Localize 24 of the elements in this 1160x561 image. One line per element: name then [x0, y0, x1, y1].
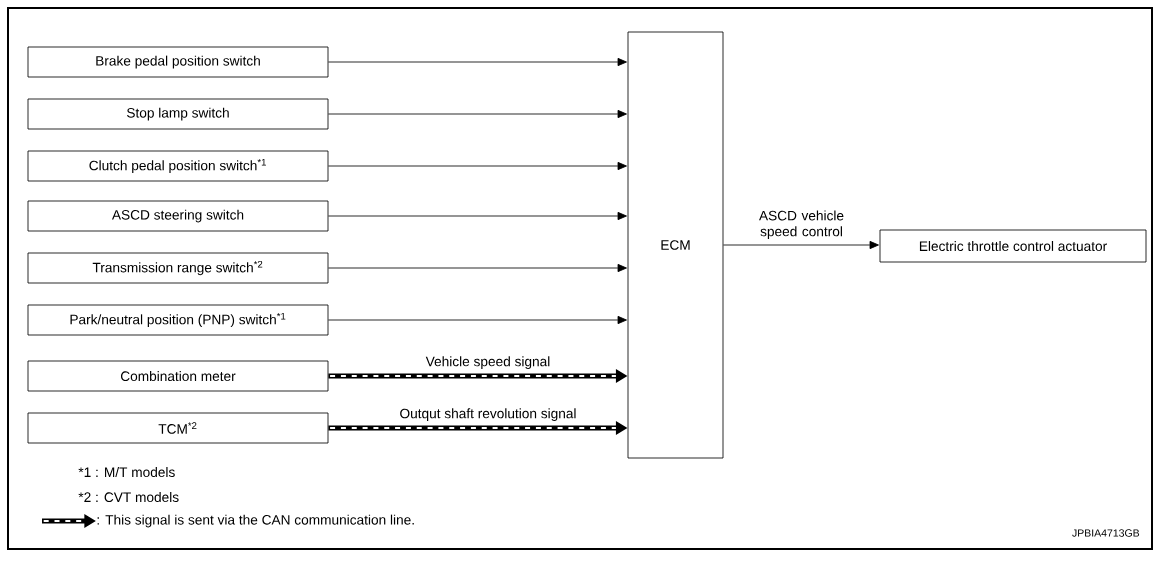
process-box: ECM	[627, 31, 724, 459]
process-box: TCM$^{*2}$	[27, 412, 329, 444]
process-box: Electric throttle control actuator	[879, 229, 1147, 263]
arrow	[328, 315, 627, 325]
arrow	[723, 240, 879, 250]
arrow	[328, 211, 627, 221]
legend-text: : This signal is sent via the CAN communication line.	[97, 514, 414, 528]
process-box: Brake pedal position switch	[27, 46, 329, 78]
footnote: *2 : CVT models	[78, 492, 179, 502]
edge-label: ASCD vehicle speed control	[748, 208, 855, 241]
process-box: Transmission range switch$^{*2}$	[27, 252, 329, 284]
arrow	[328, 161, 627, 171]
arrow	[328, 109, 627, 119]
process-box: Stop lamp switch	[27, 98, 329, 130]
process-box: Park/neutral position (PNP) switch$^{*1}$	[27, 304, 329, 336]
arrow	[328, 263, 627, 273]
process-box: Combination meter	[27, 360, 329, 392]
process-box: ASCD steering switch	[27, 200, 329, 232]
edge-label: Outqut shaft revolution signal	[397, 406, 579, 423]
arrow	[328, 57, 627, 67]
figure-code: JPBIA4713GB	[1072, 529, 1140, 537]
footnote: *1 : M/T models	[78, 467, 175, 477]
process-box: Clutch pedal position switch$^{*1}$	[27, 150, 329, 182]
edge-label: Vehicle speed signal	[424, 354, 552, 371]
